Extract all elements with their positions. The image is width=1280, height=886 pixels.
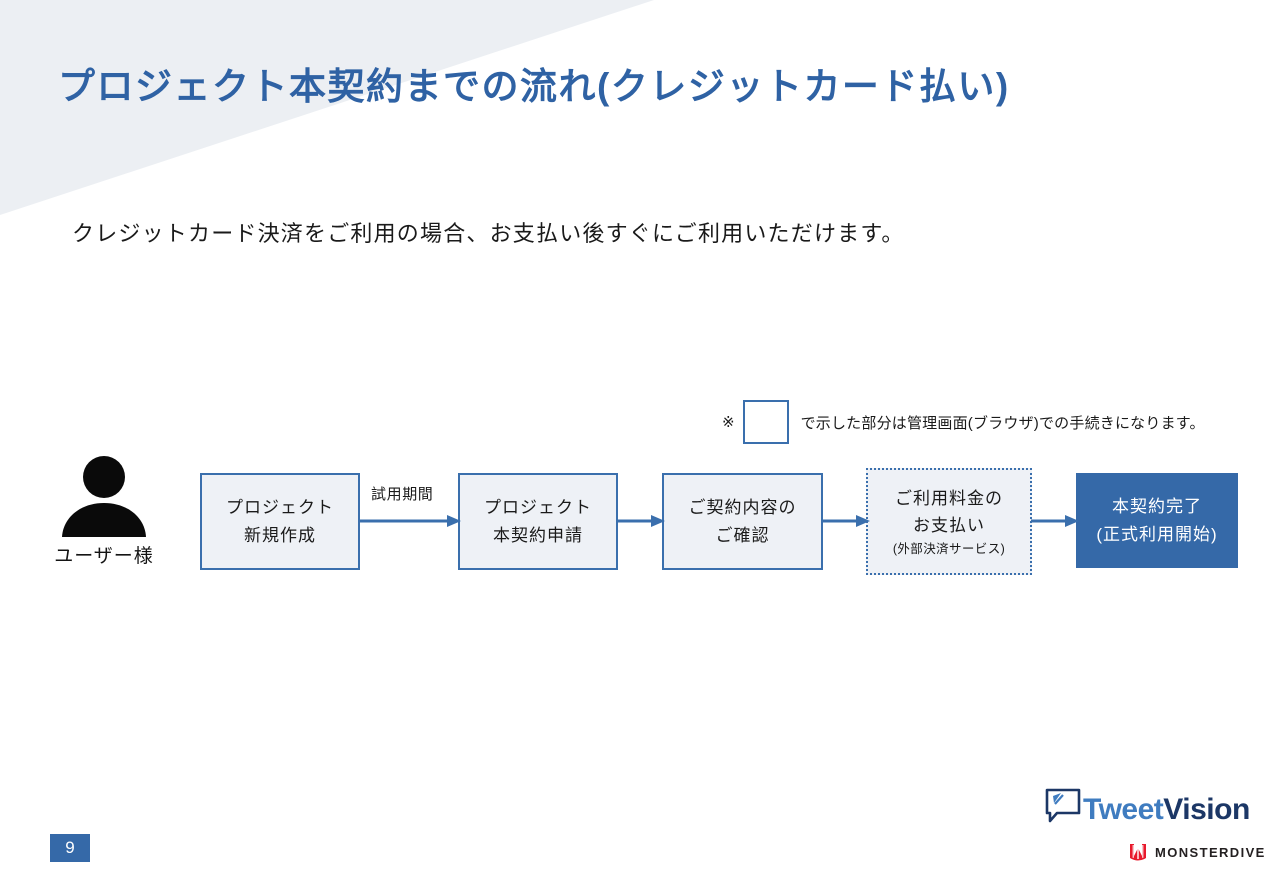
logo-text-monsterdive: MONSTERDIVE bbox=[1155, 844, 1266, 860]
page-title: プロジェクト本契約までの流れ(クレジットカード払い) bbox=[58, 66, 1010, 107]
step-line-2: (正式利用開始) bbox=[1096, 524, 1218, 544]
step-line-2: 新規作成 bbox=[244, 525, 316, 545]
speech-bubble-icon bbox=[1045, 788, 1081, 823]
flow-step-payment[interactable]: ご利用料金の お支払い (外部決済サービス) bbox=[866, 468, 1032, 575]
step-line-2: お支払い bbox=[913, 516, 985, 536]
flow-step-contract-confirm[interactable]: ご契約内容の ご確認 bbox=[662, 473, 823, 570]
step-line-1: ご契約内容の bbox=[688, 497, 797, 517]
flow-arrow-2-icon bbox=[617, 515, 665, 527]
logo-tweetvision: Tweet Vision bbox=[1044, 787, 1250, 825]
lead-paragraph: クレジットカード決済をご利用の場合、お支払い後すぐにご利用いただけます。 bbox=[72, 221, 905, 246]
user-person-icon bbox=[62, 456, 146, 537]
persona-label: ユーザー様 bbox=[54, 546, 154, 567]
step-sub-note: (外部決済サービス) bbox=[892, 541, 1006, 556]
legend-swatch bbox=[742, 400, 789, 444]
flow-arrow-3-icon bbox=[822, 515, 870, 527]
flow-arrow-1-icon bbox=[359, 515, 461, 527]
step-line-1: プロジェクト bbox=[226, 497, 334, 517]
step-line-2: 本契約申請 bbox=[493, 525, 583, 545]
flow-step-project-create[interactable]: プロジェクト 新規作成 bbox=[200, 473, 360, 570]
legend-note: ※ で示した部分は管理画面(ブラウザ)での手続きになります。 bbox=[722, 400, 1205, 444]
logo-text-tweet: Tweet bbox=[1083, 793, 1164, 826]
flow-arrow-4-icon bbox=[1031, 515, 1079, 527]
monsterdive-m-icon bbox=[1130, 844, 1146, 861]
step-line-2: ご確認 bbox=[715, 525, 770, 545]
step-line-1: プロジェクト bbox=[484, 497, 592, 517]
step-line-1: 本契約完了 bbox=[1112, 496, 1202, 516]
flow-step-contract-complete[interactable]: 本契約完了 (正式利用開始) bbox=[1076, 473, 1238, 568]
persona-user: ユーザー様 bbox=[50, 455, 158, 568]
logo-monsterdive: MONSTERDIVE bbox=[1128, 842, 1266, 862]
step-line-1: ご利用料金の bbox=[895, 488, 1003, 508]
logo-text-vision: Vision bbox=[1163, 793, 1250, 826]
legend-asterisk-icon: ※ bbox=[722, 414, 735, 431]
arrow-label-trial-period: 試用期間 bbox=[371, 486, 434, 503]
legend-text: で示した部分は管理画面(ブラウザ)での手続きになります。 bbox=[800, 414, 1205, 432]
page-number-badge: 9 bbox=[50, 834, 90, 862]
flow-step-contract-apply[interactable]: プロジェクト 本契約申請 bbox=[458, 473, 618, 570]
